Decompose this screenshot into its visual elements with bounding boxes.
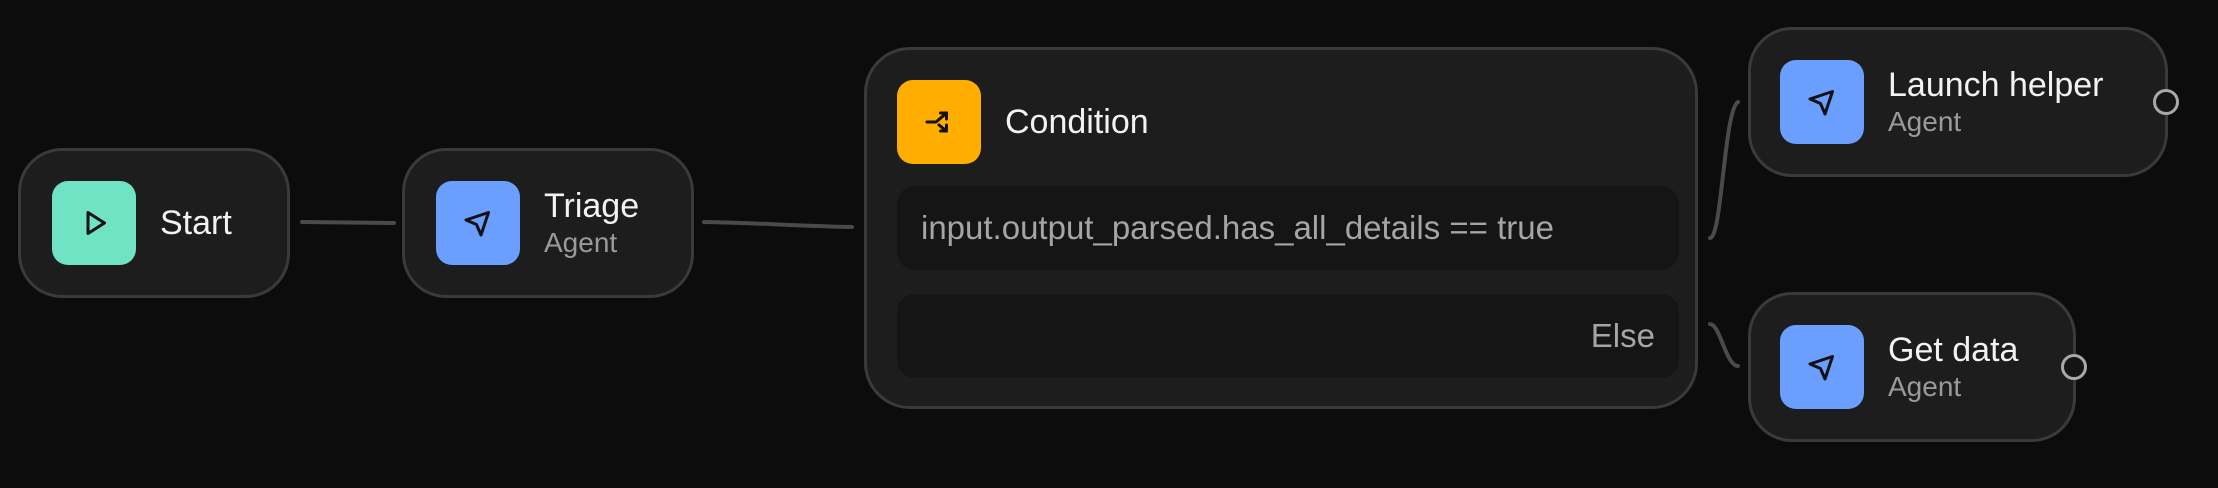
play-icon (86, 211, 106, 235)
condition-branch-if[interactable]: input.output_parsed.has_all_details == t… (897, 186, 1679, 270)
pointer-icon (1808, 90, 1834, 116)
node-title: Start (160, 204, 232, 242)
condition-branch-else[interactable]: Else (897, 294, 1679, 378)
pointer-icon (1808, 355, 1834, 381)
condition-header: Condition (897, 80, 1149, 164)
condition-title: Condition (1005, 103, 1149, 141)
node-subtitle: Agent (1888, 106, 1962, 137)
launch-helper-node[interactable]: Launch helper Agent (1748, 27, 2168, 177)
edge-start-triage (300, 220, 396, 225)
start-node[interactable]: Start (18, 148, 290, 298)
launch-helper-output-port[interactable] (2153, 89, 2179, 115)
node-title: Launch helper (1888, 66, 2104, 104)
node-title: Get data (1888, 331, 2019, 369)
branch-else-label: Else (1590, 317, 1655, 354)
edge-triage-condition (702, 220, 854, 229)
start-icon-tile (52, 181, 136, 265)
get-data-output-port[interactable] (2061, 354, 2087, 380)
branch-expression: input.output_parsed.has_all_details == t… (921, 209, 1554, 246)
node-subtitle: Agent (1888, 371, 1962, 402)
edge-condition-launch-helper (1708, 100, 1740, 240)
triage-icon-tile (436, 181, 520, 265)
triage-node[interactable]: Triage Agent (402, 148, 694, 298)
node-title: Triage (544, 187, 640, 225)
condition-node[interactable]: Condition input.output_parsed.has_all_de… (864, 47, 1698, 409)
get-data-node[interactable]: Get data Agent (1748, 292, 2076, 442)
pointer-icon (464, 211, 490, 237)
launch-helper-icon-tile (1780, 60, 1864, 144)
node-subtitle: Agent (544, 227, 618, 258)
get-data-icon-tile (1780, 325, 1864, 409)
edge-else-get-data (1708, 322, 1740, 368)
branch-icon (925, 111, 948, 133)
condition-icon-tile (897, 80, 981, 164)
